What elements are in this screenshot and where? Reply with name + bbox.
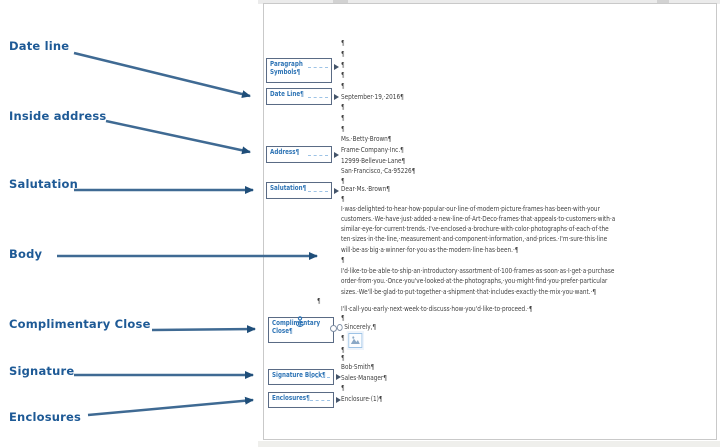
page-bottom-margin xyxy=(258,441,720,447)
callout-label-salutation: Salutation xyxy=(9,177,78,191)
arrow-inside-address xyxy=(105,119,251,155)
content-control-tag-salutation[interactable]: Salutation¶ xyxy=(266,182,339,199)
letter-line: ¶ xyxy=(341,71,345,79)
letter-line: I·was·delighted·to·hear·how·popular·our·… xyxy=(341,205,600,213)
object-anchor-icon xyxy=(295,314,305,327)
content-control-tag-enclosures[interactable]: Enclosures¶ xyxy=(268,392,341,408)
letter-line: ¶ xyxy=(341,61,345,69)
letter-line: I'll·call·you·early·next·week·to·discuss… xyxy=(341,305,533,313)
tag-arrow-icon xyxy=(336,397,341,403)
letter-line: ten·sizes·in·the·line,·measurement·and·c… xyxy=(341,235,608,243)
tag-arrow-icon xyxy=(336,374,341,380)
chrome-notch xyxy=(333,0,348,4)
letter-line: 12999·Bellevue·Lane¶ xyxy=(341,157,406,165)
callout-label-inside-address: Inside address xyxy=(9,109,107,123)
callout-label-signature: Signature xyxy=(9,364,75,378)
letter-line: order·from·you.·Once·you've·looked·at·th… xyxy=(341,277,608,285)
window-chrome-strip xyxy=(258,0,720,4)
letter-line: I'd·like·to·be·able·to·ship·an·introduct… xyxy=(341,267,615,275)
letter-line: ¶ xyxy=(341,314,345,322)
letter-line: ¶ xyxy=(341,384,345,392)
arrow-enclosures xyxy=(87,396,254,417)
letter-line: ¶ xyxy=(341,354,345,362)
tag-label: Signature Block¶ xyxy=(272,371,326,379)
letter-line: Sincerely,¶ xyxy=(336,322,376,332)
content-control-tag-date-line[interactable]: Date Line¶ xyxy=(266,88,339,105)
tag-label: Salutation¶ xyxy=(270,184,307,192)
content-control-tag-address[interactable]: Address¶ xyxy=(266,146,339,163)
content-control-handle[interactable] xyxy=(330,325,337,332)
content-control-tag-complimentary-close[interactable]: Complimentary Close¶ xyxy=(268,317,337,343)
tag-arrow-icon xyxy=(334,151,339,158)
callout-label-enclosures: Enclosures xyxy=(9,410,82,424)
tag-label: Date Line¶ xyxy=(270,90,304,98)
letter-line: ¶ xyxy=(341,177,345,185)
tag-label: Paragraph Symbols¶ xyxy=(270,60,305,76)
letter-line: ¶ xyxy=(341,333,363,348)
image-placeholder-icon[interactable] xyxy=(348,333,363,348)
content-control-tag-paragraph-symbols[interactable]: Paragraph Symbols¶ xyxy=(266,58,339,83)
letter-line: ¶ xyxy=(341,125,345,133)
tag-label: Complimentary Close¶ xyxy=(272,319,323,335)
document-page xyxy=(263,3,717,440)
letter-line: similar·eye·for·current·trends.·I've·enc… xyxy=(341,225,609,233)
tag-connector xyxy=(308,67,328,68)
letter-line: Sales·Manager¶ xyxy=(341,374,387,382)
letter-line: San·Francisco,·Ca·95226¶ xyxy=(341,167,416,175)
content-control-tag-signature-block[interactable]: Signature Block¶ xyxy=(268,369,341,385)
arrow-complimentary-close xyxy=(151,325,256,334)
letter-line: Bob·Smith¶ xyxy=(341,363,375,371)
letter-line: ¶ xyxy=(341,82,345,90)
callout-label-complimentary-close: Complimentary Close xyxy=(9,317,151,331)
letter-line: ¶ xyxy=(341,195,345,203)
tag-arrow-icon xyxy=(334,93,339,100)
callout-label-body: Body xyxy=(9,247,43,261)
letter-line: customers.·We·have·just·added·a·new·line… xyxy=(341,215,616,223)
tag-label: Address¶ xyxy=(270,148,300,156)
letter-line: Enclosure·(1)¶ xyxy=(341,395,383,403)
tag-connector xyxy=(310,400,330,401)
callout-label-date-line: Date line xyxy=(9,39,70,53)
tag-connector xyxy=(308,96,328,98)
letter-line: Frame·Company·Inc.¶ xyxy=(341,146,404,154)
letter-line: ¶ xyxy=(341,103,345,111)
letter-line: ¶ xyxy=(341,114,345,122)
letter-line: ¶ xyxy=(341,39,345,47)
tag-connector xyxy=(308,154,328,156)
chrome-notch xyxy=(657,0,669,3)
letter-line: Ms.·Betty·Brown¶ xyxy=(341,135,392,143)
letter-line: ¶ xyxy=(341,346,345,354)
letter-line: September·19,·2016¶ xyxy=(341,93,404,101)
letter-line: sizes.·We'll·be·glad·to·put·together·a·s… xyxy=(341,288,597,296)
letter-line: ¶ xyxy=(341,256,345,264)
tag-arrow-icon xyxy=(334,187,339,194)
letter-line: ¶ xyxy=(341,50,345,58)
tag-connector xyxy=(310,377,330,378)
letter-line: will·be·as·big·a·winner·for·you·as·the·m… xyxy=(341,246,519,254)
tag-label: Enclosures¶ xyxy=(272,394,310,402)
tag-arrow-icon xyxy=(334,64,339,70)
tag-connector xyxy=(308,190,328,192)
content-control-handle[interactable] xyxy=(336,323,343,331)
letter-line: Dear·Ms.·Brown¶ xyxy=(341,185,390,193)
letter-line: ¶ xyxy=(317,297,321,305)
arrow-date-line xyxy=(73,51,251,98)
